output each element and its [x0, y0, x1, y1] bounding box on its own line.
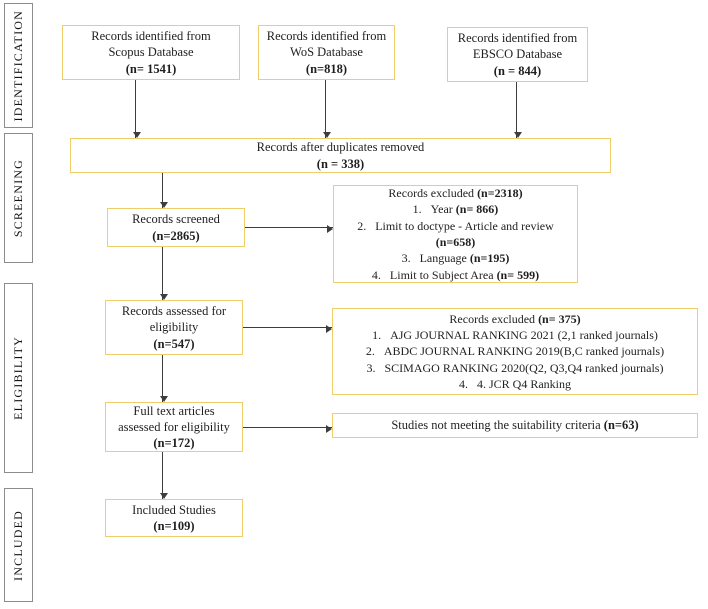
box-count: (n=2865) — [152, 228, 200, 243]
box-count: (n = 844) — [493, 63, 542, 78]
stage-label-text: INCLUDED — [11, 509, 25, 581]
arrow-fulltext-to-notmeeting — [243, 424, 332, 433]
box-line: EBSCO Database — [472, 47, 563, 62]
box-wos-records: Records identified from WoS Database (n=… — [258, 25, 395, 80]
box-line: Records identified from — [266, 29, 387, 44]
box-records-excluded-screening: Records excluded (n=2318) 1. Year (n= 86… — [333, 185, 578, 283]
box-count: (n= 1541) — [125, 61, 177, 76]
stage-label-included: INCLUDED — [4, 488, 33, 602]
stage-label-text: IDENTIFICATION — [11, 9, 25, 122]
stage-label-identification: IDENTIFICATION — [4, 3, 33, 128]
stage-label-text: SCREENING — [11, 158, 25, 238]
box-line: Records screened — [132, 212, 220, 227]
box-duplicates-removed: Records after duplicates removed (n = 33… — [70, 138, 611, 173]
box-line: Records assessed for — [121, 304, 227, 319]
box-line: Scopus Database — [108, 45, 194, 60]
box-line: Records identified from — [91, 29, 211, 44]
excluded-item: 1. AJG JOURNAL RANKING 2021 (2,1 ranked … — [372, 328, 658, 343]
excluded-item: 4. Limit to Subject Area (n= 599) — [371, 267, 540, 282]
box-fulltext-assessed: Full text articles assessed for eligibil… — [105, 402, 243, 452]
excluded-item-count: (n=658) — [435, 235, 476, 249]
box-line: Full text articles — [133, 403, 215, 418]
arrow-screened-to-assessed — [159, 247, 168, 300]
box-line: assessed for eligibility — [118, 419, 230, 434]
arrow-duplicates-to-screened — [159, 173, 168, 208]
box-count: (n=109) — [153, 519, 195, 533]
arrow-wos-to-duplicates — [322, 80, 331, 138]
excluded-item: 3. SCIMAGO RANKING 2020(Q2, Q3,Q4 ranked… — [366, 360, 664, 375]
box-studies-not-meeting: Studies not meeting the suitability crit… — [332, 413, 698, 438]
arrow-screened-to-excluded — [245, 224, 333, 233]
box-line: Records after duplicates removed — [256, 140, 425, 155]
excluded-title: Records excluded (n=2318) — [388, 186, 523, 201]
excluded-item: 3. Language (n=195) — [401, 251, 510, 266]
box-count: (n=172) — [153, 436, 195, 451]
arrow-scopus-to-duplicates — [132, 80, 141, 138]
arrow-assessed-to-fulltext — [159, 355, 168, 402]
box-scopus-records: Records identified from Scopus Database … — [62, 25, 240, 80]
excluded-title: Records excluded (n= 375) — [449, 311, 581, 326]
box-count: (n = 338) — [316, 156, 365, 171]
excluded-item: 2. Limit to doctype - Article and review — [357, 218, 554, 233]
box-included-studies: Included Studies (n=109) — [105, 499, 243, 537]
stage-label-eligibility: ELIGIBILITY — [4, 283, 33, 473]
excluded-item: 1. Year (n= 866) — [412, 202, 499, 217]
box-records-assessed: Records assessed for eligibility (n=547) — [105, 300, 243, 355]
box-line: WoS Database — [290, 45, 363, 60]
box-ebsco-records: Records identified from EBSCO Database (… — [447, 27, 588, 82]
arrow-assessed-to-excluded — [243, 324, 332, 333]
excluded-item: 2. ABDC JOURNAL RANKING 2019(B,C ranked … — [365, 344, 665, 359]
stage-label-text: ELIGIBILITY — [11, 336, 25, 420]
arrow-ebsco-to-duplicates — [513, 82, 522, 138]
box-line: Studies not meeting the suitability crit… — [391, 418, 639, 433]
box-line: Included Studies — [132, 502, 216, 517]
box-count: (n=818) — [305, 61, 348, 76]
excluded-item: 4. 4. JCR Q4 Ranking — [458, 376, 571, 391]
box-records-excluded-eligibility: Records excluded (n= 375) 1. AJG JOURNAL… — [332, 308, 698, 395]
box-records-screened: Records screened (n=2865) — [107, 208, 245, 247]
arrow-fulltext-to-included — [159, 452, 168, 499]
stage-label-screening: SCREENING — [4, 133, 33, 263]
box-count: (n=547) — [153, 336, 195, 351]
box-line: Records identified from — [457, 31, 578, 46]
box-line: eligibility — [149, 320, 199, 335]
